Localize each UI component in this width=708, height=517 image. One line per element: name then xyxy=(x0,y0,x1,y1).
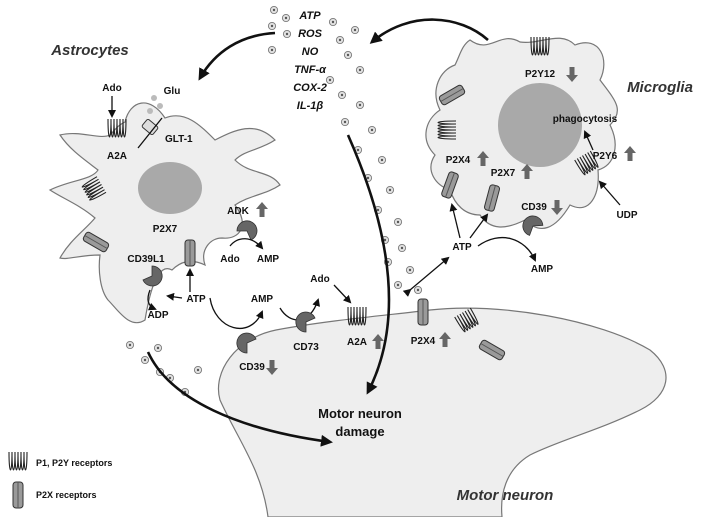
astro-ado2-label: Ado xyxy=(220,254,239,265)
title-astrocytes: Astrocytes xyxy=(50,42,129,59)
syn-ado-label: Ado xyxy=(310,274,329,285)
arrow-mediators-to-damage xyxy=(346,134,391,395)
glt1-transporter-icon xyxy=(141,118,159,136)
astro-amp-label: AMP xyxy=(257,254,280,265)
title-motor-neuron: Motor neuron xyxy=(457,487,554,504)
glu-vesicles xyxy=(147,95,163,114)
astro-glu-label: Glu xyxy=(164,86,181,97)
astrocyte-nucleus xyxy=(138,162,202,214)
glt1-label: GLT-1 xyxy=(165,134,193,145)
arrow-p2y6-phagocytosis xyxy=(583,130,594,151)
p2y6-up-icon xyxy=(624,146,636,161)
legend-p2x-label: P2X receptors xyxy=(36,490,97,500)
neuron-p2x4-receptor-icon xyxy=(417,298,429,326)
adp-label: ADP xyxy=(147,310,168,321)
astro-a2a-label: A2A xyxy=(107,151,127,162)
arrow-ado-to-a2a-neuron xyxy=(333,284,352,304)
astro-ado-label: Ado xyxy=(102,83,121,94)
microglia-p2x7-label: P2X7 xyxy=(491,168,516,179)
arrow-atp-to-cd39l1 xyxy=(166,292,183,301)
arrow-atp-to-p2x4 xyxy=(449,203,461,239)
legend: P1, P2Y receptors P2X receptors xyxy=(8,451,112,509)
microglia-amp-label: AMP xyxy=(531,264,554,275)
astro-p2x7-receptor-icon xyxy=(184,239,196,267)
arrow-atp-to-amp-microglia xyxy=(477,236,537,262)
arrow-udp-to-p2y6 xyxy=(598,180,621,206)
microglia-cd39-label: CD39 xyxy=(521,202,547,213)
microglia-atp-label: ATP xyxy=(452,242,472,253)
arrow-atp-to-amp xyxy=(209,297,264,330)
mediator-no: NO xyxy=(302,46,319,58)
arrow-atp-to-p2x7 xyxy=(469,213,489,239)
mediator-ros: ROS xyxy=(298,28,323,40)
damage-line2: damage xyxy=(335,424,384,439)
mediator-tnf: TNF-α xyxy=(294,64,327,76)
damage-line1: Motor neuron xyxy=(318,406,402,421)
adk-up-icon xyxy=(256,202,268,217)
mediator-list: ATP ROS NO TNF-α COX-2 IL-1β xyxy=(293,10,327,112)
mediator-il1b: IL-1β xyxy=(297,100,324,112)
legend-gpcr-icon xyxy=(8,451,28,471)
adk-label: ADK xyxy=(227,206,249,217)
mediator-atp: ATP xyxy=(298,10,321,22)
p2y6-label: P2Y6 xyxy=(593,151,618,162)
neuron-p2x4-label: P2X4 xyxy=(411,336,436,347)
arrow-atp-neuron-microglia xyxy=(402,256,450,297)
cd39-label: CD39 xyxy=(239,362,265,373)
glt1-link xyxy=(137,117,163,149)
p2y12-label: P2Y12 xyxy=(525,69,555,80)
motor-neuron-cell xyxy=(217,307,667,517)
phagocytosis-label: phagocytosis xyxy=(553,114,618,125)
astro-p2x7-label: P2X7 xyxy=(153,224,178,235)
arrow-ado-to-amp xyxy=(229,238,264,250)
mediator-cox2: COX-2 xyxy=(293,82,327,94)
arrow-microglia-to-mediators xyxy=(369,18,489,44)
neuron-a2a-label: A2A xyxy=(347,337,367,348)
arrow-astrocyte-to-damage xyxy=(146,351,333,447)
microglia-nucleus xyxy=(498,83,582,167)
legend-p1p2y-label: P1, P2Y receptors xyxy=(36,458,112,468)
adk-enzyme-icon xyxy=(236,220,258,241)
microglia-p2x4-label: P2X4 xyxy=(446,155,471,166)
arrow-mediators-to-astrocyte xyxy=(198,31,276,81)
legend-p2x-icon xyxy=(12,481,24,509)
title-microglia: Microglia xyxy=(627,79,693,96)
syn-amp-label: AMP xyxy=(251,294,274,305)
arrow-to-adp xyxy=(147,289,157,311)
cd73-label: CD73 xyxy=(293,342,319,353)
cd39l1-label: CD39L1 xyxy=(127,254,165,265)
astro-atp-label: ATP xyxy=(186,294,206,305)
udp-label: UDP xyxy=(616,210,637,221)
